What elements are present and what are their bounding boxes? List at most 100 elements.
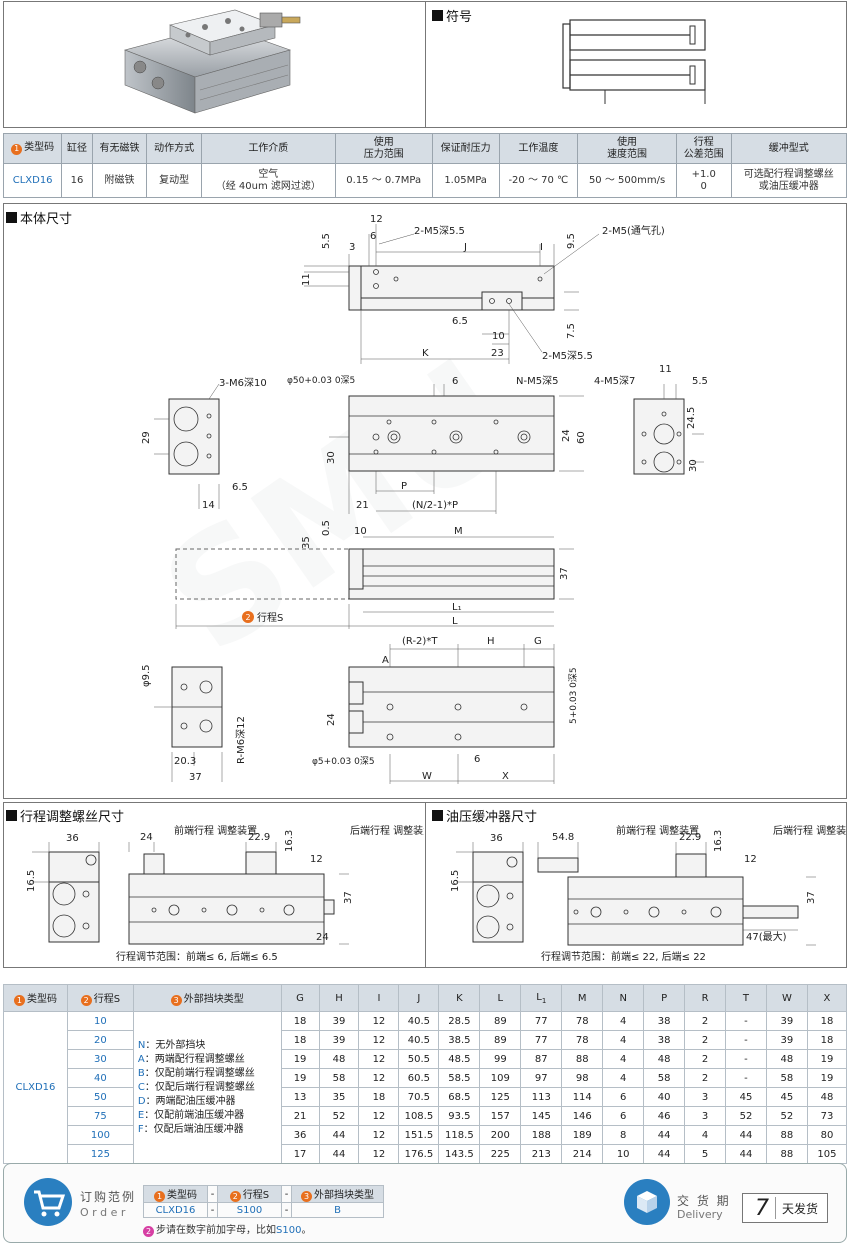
stroke-label: 2 行程S <box>242 611 283 624</box>
dim-14: 14 <box>202 500 215 511</box>
dims-cell-R: 2 <box>684 1068 727 1088</box>
spec-h-cushion: 缓冲型式 <box>730 132 848 165</box>
dims-cell-H: 48 <box>318 1049 360 1069</box>
dims-cell-J: 70.5 <box>398 1087 440 1107</box>
dim-7.5: 7.5 <box>566 323 577 339</box>
dims-cell-J: 60.5 <box>398 1068 440 1088</box>
order-v1: CLXD16 <box>143 1202 208 1218</box>
dim-n-m5: N-M5深5 <box>516 375 558 387</box>
dims-cell-W: 88 <box>765 1125 808 1145</box>
pneumatic-symbol <box>562 19 706 104</box>
dims-cell-G: 19 <box>280 1068 320 1088</box>
dims-cell-L: 200 <box>479 1125 522 1145</box>
dim-24b: 24 <box>326 713 337 726</box>
dims-h-H: H <box>318 984 360 1012</box>
dims-cell-X: 80 <box>806 1125 848 1145</box>
dim-35: 35 <box>301 536 312 549</box>
order-v2: S100 <box>217 1202 282 1218</box>
dim-21: 21 <box>356 500 369 511</box>
spec-h-medium: 工作介质 <box>200 132 336 165</box>
dim-P: P <box>401 481 407 492</box>
spec-speed: 50 ～ 500mm/s <box>577 163 677 198</box>
dims-cell-N: 4 <box>602 1030 645 1050</box>
dims-cell-G: 13 <box>280 1087 320 1107</box>
dims-cell-H: 35 <box>318 1087 360 1107</box>
dims-cell-W: 45 <box>765 1087 808 1107</box>
dim-16.3b: 16.3 <box>713 830 724 852</box>
dims-cell-P: 40 <box>643 1087 686 1107</box>
dims-cell-K: 118.5 <box>438 1125 481 1145</box>
dims-type-code: CLXD16 <box>3 1011 68 1164</box>
dim-m5-depth: 2-M5深5.5 <box>414 225 465 237</box>
delivery-title: 交 货 期 <box>677 1194 731 1208</box>
dims-cell-R: 2 <box>684 1049 727 1069</box>
dims-cell-P: 46 <box>643 1106 686 1126</box>
dims-cell-G: 36 <box>280 1125 320 1145</box>
dims-cell-L1: 213 <box>520 1144 563 1164</box>
dim-24c: 24 <box>140 832 153 843</box>
spec-pressure: 0.15 ～ 0.7MPa <box>334 163 433 198</box>
spec-type-code: CLXD16 <box>2 163 63 198</box>
dim-m5-7: 4-M5深7 <box>594 375 635 387</box>
dim-RT: (R-2)*T <box>402 636 438 647</box>
dim-K: K <box>422 348 429 359</box>
dims-cell-L: 109 <box>479 1068 522 1088</box>
dim-5.5b: 5.5 <box>692 376 708 387</box>
dims-cell-G: 18 <box>280 1030 320 1050</box>
dim-W: W <box>422 771 432 782</box>
dims-cell-R: 3 <box>684 1106 727 1126</box>
adj-title: 行程调整螺丝尺寸 <box>6 806 124 825</box>
dims-h-L1: L1 <box>520 984 563 1012</box>
dims-cell-W: 52 <box>765 1106 808 1126</box>
dim-rm6: R-M6深12 <box>235 716 247 764</box>
dim-phi50: φ50+0.03 0深5 <box>287 375 355 386</box>
dim-37d: 37 <box>806 891 817 904</box>
spec-h-pressure: 使用 压力范围 <box>334 132 433 165</box>
dims-cell-P: 58 <box>643 1068 686 1088</box>
dims-h-I: I <box>358 984 400 1012</box>
dim-3: 3 <box>349 242 355 253</box>
rear-adj-label-oil: 后端行程 调整装置 <box>773 824 846 837</box>
dims-cell-T: 44 <box>725 1125 767 1145</box>
dims-cell-J: 40.5 <box>398 1030 440 1050</box>
dims-cell-X: 48 <box>806 1087 848 1107</box>
dim-23: 23 <box>491 348 504 359</box>
dims-cell-N: 10 <box>602 1144 645 1164</box>
spec-proof: 1.05MPa <box>431 163 500 198</box>
spec-h-action: 动作方式 <box>146 132 202 165</box>
dims-cell-P: 44 <box>643 1144 686 1164</box>
dims-cell-I: 12 <box>358 1049 400 1069</box>
dims-cell-M: 114 <box>561 1087 604 1107</box>
dims-cell-M: 189 <box>561 1125 604 1145</box>
dim-0.5: 0.5 <box>321 520 332 536</box>
dim-24.5: 24.5 <box>686 407 697 429</box>
dims-cell-K: 58.5 <box>438 1068 481 1088</box>
dim-37c: 37 <box>343 891 354 904</box>
dims-h-R: R <box>684 984 727 1012</box>
svg-text:2: 2 <box>245 613 250 622</box>
dim-J: J <box>463 242 467 253</box>
dim-m6-10: 3-M6深10 <box>219 377 267 389</box>
spec-h-proof: 保证耐压力 <box>431 132 500 165</box>
dim-A: A <box>382 655 389 666</box>
dims-stroke: 30 <box>66 1049 134 1069</box>
spec-magnet: 附磁铁 <box>91 163 148 198</box>
dim-11: 11 <box>301 273 312 286</box>
dims-h-N: N <box>602 984 645 1012</box>
dims-h-J: J <box>398 984 440 1012</box>
dim-36: 36 <box>66 833 79 844</box>
dim-37b: 37 <box>189 772 202 783</box>
dims-cell-L1: 87 <box>520 1049 563 1069</box>
dims-cell-M: 78 <box>561 1011 604 1031</box>
dims-cell-I: 18 <box>358 1087 400 1107</box>
